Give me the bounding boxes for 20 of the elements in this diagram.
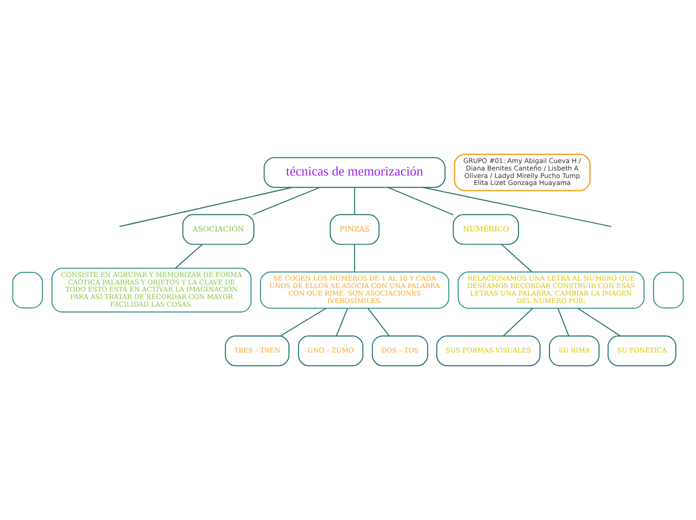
connector [557,308,570,336]
node-box [653,272,684,308]
connector [174,244,203,269]
connector [577,308,621,336]
connector [388,186,454,216]
connector [119,186,293,227]
connector [422,186,612,228]
node-box: técnicas de memorización [264,157,446,188]
connector [252,186,320,216]
node-box [12,272,43,308]
connector [503,308,534,336]
node-box: NUMÉRICO [452,214,520,245]
connector [368,308,390,336]
connector [336,308,348,336]
connector [280,308,326,336]
node-box: PINZAS [330,214,380,245]
node-box: ASOCIACIÓN [182,214,254,245]
connector [354,187,356,215]
connector [501,244,532,272]
connector [354,244,356,272]
